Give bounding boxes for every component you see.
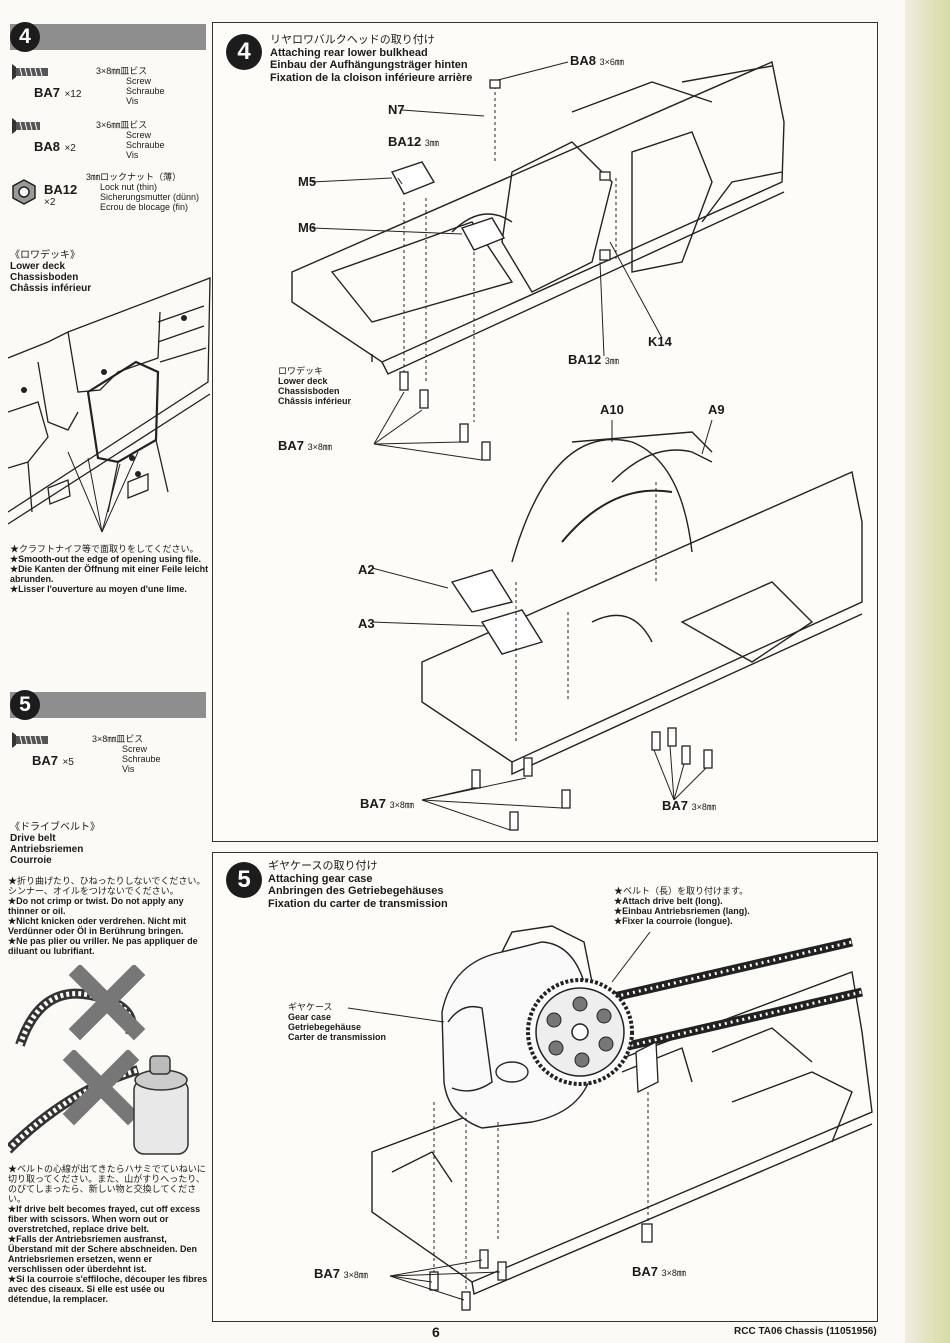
step5-assembly-illustration [347, 925, 873, 1311]
part-ba7-desc: 3×8㎜皿ビス Screw Schraube Vis [96, 66, 165, 106]
part-ba8-code: BA8 ×2 [34, 139, 76, 154]
drive-belt-label: 《ドライブベルト》 Drive belt Antriebsriemen Cour… [10, 822, 100, 866]
part-ba12-code: BA12 ×2 [44, 182, 78, 208]
step5-header-bar [10, 692, 206, 718]
step4-header-bar [10, 24, 206, 50]
step4-panel-title: リヤロワバルクヘッドの取り付け Attaching rear lower bul… [270, 34, 473, 84]
part-ba7-code: BA7 ×5 [32, 753, 74, 768]
step4-panel [212, 22, 878, 842]
step5-panel-badge: 5 [226, 862, 262, 898]
label-lower-deck: ロワデッキ Lower deck Chassisboden Châssis in… [278, 366, 352, 406]
label-m6: M6 [298, 220, 317, 235]
step4-number-badge: 4 [10, 22, 40, 52]
belt-crimp-warning-illustration [15, 965, 146, 1047]
label-gear-case: ギヤケース Gear case Getriebegehäuse Carter d… [288, 1002, 387, 1042]
lower-deck-illustration [8, 277, 211, 533]
part-ba8-desc: 3×6㎜皿ビス Screw Schraube Vis [96, 120, 165, 160]
spur-gear-icon [526, 978, 634, 1086]
label-ba12-bottom: BA12 3㎜ [568, 352, 619, 367]
belt-attach-note: ★ベルト（長）を取り付けます。 ★Attach drive belt (long… [614, 886, 750, 926]
page-number: 6 [432, 1324, 440, 1340]
label-m5: M5 [298, 174, 317, 189]
label-a9: A9 [708, 402, 725, 417]
label-ba7-a: BA7 3×8㎜ [278, 438, 332, 453]
lock-nut-icon [12, 179, 36, 205]
part-ba12-desc: 3㎜ロックナット（薄） Lock nut (thin) Sicherungsmu… [86, 172, 200, 212]
step4-panel-badge: 4 [226, 34, 262, 70]
page-edge [905, 0, 950, 1343]
label-ba7-left: BA7 3×8㎜ [314, 1266, 368, 1281]
label-a3: A3 [358, 616, 375, 631]
step4-assembly-illustration [291, 61, 863, 831]
part-ba7-desc: 3×8㎜皿ビス Screw Schraube Vis [92, 734, 161, 774]
screw-icon [12, 732, 48, 748]
belt-handling-notes: ★折り曲げたり、ひねったりしないでください。シンナー、オイルをつけないでください… [8, 876, 206, 956]
lower-deck-label: 《ロワデッキ》 Lower deck Chassisboden Châssis … [10, 250, 92, 294]
label-k14: K14 [648, 334, 672, 349]
step4-notes: ★クラフトナイフ等で面取りをしてください。 ★Smooth-out the ed… [10, 544, 209, 594]
screw-icon [12, 64, 48, 80]
label-a10: A10 [600, 402, 624, 417]
step5-panel-title: ギヤケースの取り付け Attaching gear case Anbringen… [268, 860, 448, 910]
belt-replacement-notes: ★ベルトの心線が出てきたらハサミでていねいに切り取ってください。また、山がすりへ… [8, 1164, 208, 1304]
label-a2: A2 [358, 562, 375, 577]
label-ba7-right: BA7 3×8㎜ [632, 1264, 686, 1279]
label-n7: N7 [388, 102, 405, 117]
screw-icon [12, 118, 40, 134]
step5-number-badge: 5 [10, 690, 40, 720]
label-ba7-b: BA7 3×8㎜ [360, 796, 414, 811]
part-ba7-code: BA7 ×12 [34, 85, 82, 100]
label-ba12-top: BA12 3㎜ [388, 134, 439, 149]
label-ba7-c: BA7 3×8㎜ [662, 798, 716, 813]
belt-spray-warning-illustration [8, 1050, 189, 1155]
document-id: RCC TA06 Chassis (11051956) [734, 1326, 877, 1337]
label-ba8: BA8 3×6㎜ [570, 53, 624, 68]
